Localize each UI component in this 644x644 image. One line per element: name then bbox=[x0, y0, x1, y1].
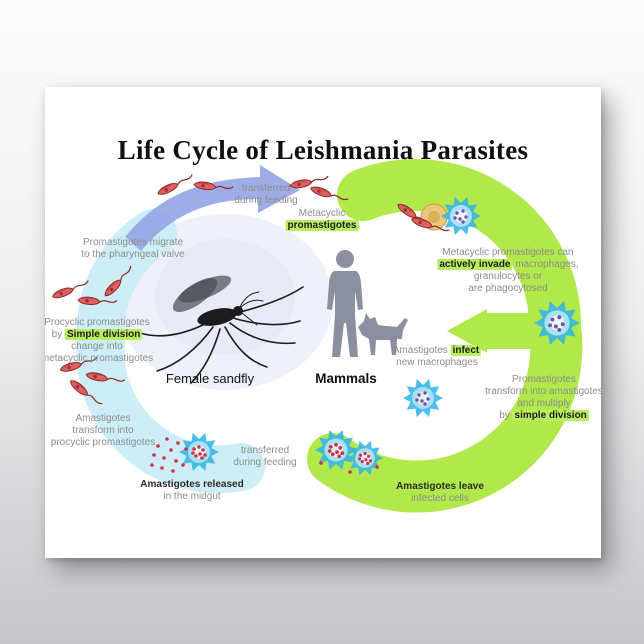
lifecycle-diagram bbox=[50, 159, 583, 513]
female-sandfly-label: Female sandfly bbox=[165, 371, 255, 386]
mammal-stage-arc bbox=[307, 159, 583, 513]
feeding-arrow bbox=[125, 165, 300, 251]
green-arrowhead bbox=[447, 309, 487, 353]
amastigote-dots bbox=[150, 437, 379, 474]
human-silhouette bbox=[327, 271, 363, 357]
sandfly-illustration bbox=[139, 275, 304, 384]
dog-silhouette bbox=[358, 313, 408, 355]
poster-title: Life Cycle of Leishmania Parasites bbox=[117, 135, 529, 165]
poster: Life Cycle of Leishmania Parasites trans… bbox=[45, 87, 601, 558]
mammals-label: Mammals bbox=[315, 371, 377, 386]
mammals-illustration bbox=[327, 250, 408, 357]
human-head bbox=[336, 250, 354, 268]
